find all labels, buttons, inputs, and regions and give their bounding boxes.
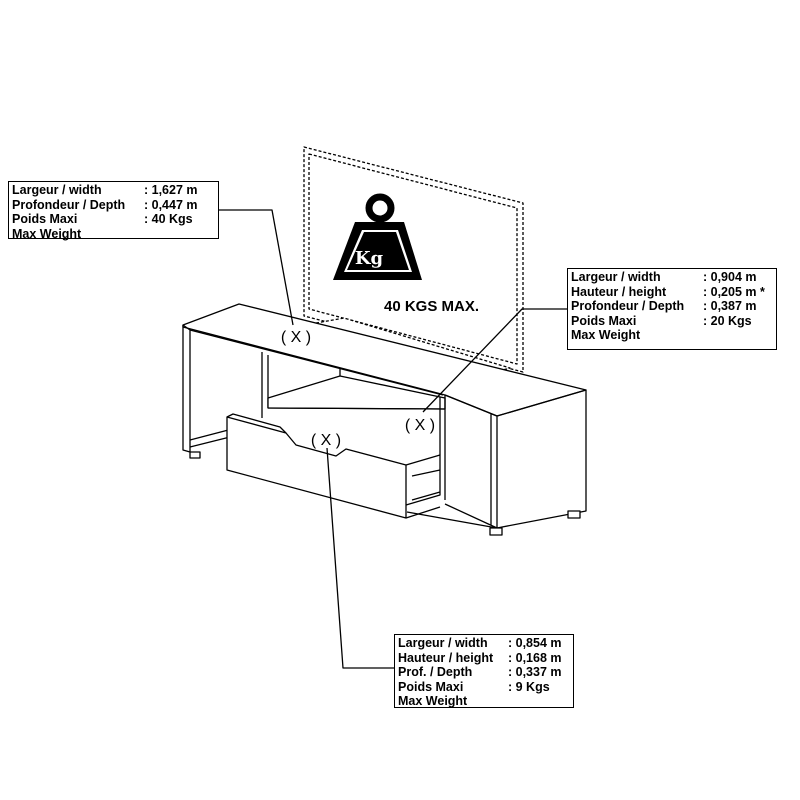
spec-row: Max Weight: [12, 227, 215, 242]
leader-line-top: [219, 209, 294, 326]
weight-icon: Kg: [333, 193, 422, 280]
spec-row: Largeur / width : 0,854 m: [398, 636, 570, 651]
spec-label: Max Weight: [398, 694, 468, 708]
marker-shelf: ( X ): [405, 417, 435, 434]
spec-label: Max Weight: [571, 328, 641, 342]
tv-outline: [303, 146, 524, 373]
spec-row: Poids Maxi : 9 Kgs: [398, 680, 570, 695]
spec-value: : 0,904 m: [703, 270, 757, 284]
spec-row: Prof. / Depth : 0,337 m: [398, 665, 570, 680]
spec-value: : 0,447 m: [144, 197, 198, 212]
spec-value: : 0,854 m: [508, 636, 562, 650]
spec-row: Profondeur / Depth : 0,447 m: [12, 198, 215, 213]
spec-value: : 40 Kgs: [144, 212, 193, 226]
spec-row: Hauteur / height : 0,168 m: [398, 651, 570, 666]
spec-row: Poids Maxi : 20 Kgs: [571, 314, 773, 329]
spec-label: Profondeur / Depth: [12, 197, 126, 212]
right-cabinet: [444, 389, 587, 529]
spec-value: : 0,387 m: [703, 299, 757, 313]
spec-row: Largeur / width : 1,627 m: [12, 183, 215, 198]
left-panel: [182, 324, 191, 453]
weight-icon-label: Kg: [355, 248, 384, 269]
spec-label: Profondeur / Depth: [571, 299, 685, 313]
spec-label: Max Weight: [12, 226, 82, 241]
spec-value: : 9 Kgs: [508, 679, 550, 694]
marker-drawer: ( X ): [311, 432, 341, 449]
spec-value: : 1,627 m: [144, 183, 198, 197]
foot: [189, 451, 201, 459]
spec-value: : 0,205 m *: [703, 284, 765, 299]
foot: [567, 510, 581, 519]
spec-row: Max Weight: [571, 328, 773, 343]
spec-label: Largeur / width: [571, 270, 661, 284]
leader-line-bottom: [326, 447, 394, 669]
spec-label: Largeur / width: [12, 183, 102, 197]
spec-label: Hauteur / height: [571, 284, 667, 299]
spec-value: : 0,168 m: [508, 650, 562, 665]
spec-label: Poids Maxi: [571, 313, 637, 328]
spec-row: Max Weight: [398, 694, 570, 709]
spec-label: Prof. / Depth: [398, 665, 473, 679]
leader-line-right: [422, 308, 567, 413]
spec-row: Poids Maxi : 40 Kgs: [12, 212, 215, 227]
spec-label: Poids Maxi: [12, 212, 78, 226]
spec-label: Hauteur / height: [398, 650, 494, 665]
marker-top: ( X ): [281, 329, 311, 346]
spec-label: Poids Maxi: [398, 679, 464, 694]
max-weight-label: 40 KGS MAX.: [384, 298, 479, 315]
drawer-front: [226, 416, 407, 519]
foot: [489, 527, 503, 536]
spec-label: Largeur / width: [398, 636, 488, 650]
spec-row: Largeur / width : 0,904 m: [571, 270, 773, 285]
spec-value: : 20 Kgs: [703, 313, 752, 328]
spec-row: Hauteur / height : 0,205 m *: [571, 285, 773, 300]
spec-value: : 0,337 m: [508, 665, 562, 679]
spec-row: Profondeur / Depth : 0,387 m: [571, 299, 773, 314]
